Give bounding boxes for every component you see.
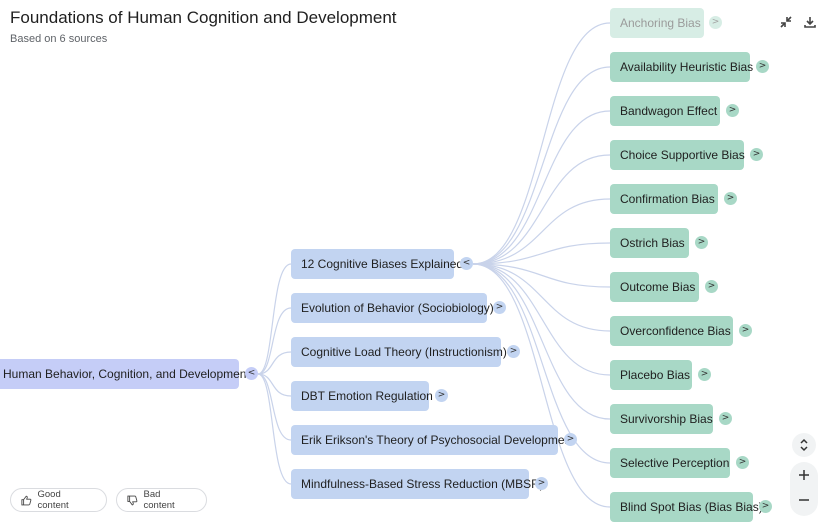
branch-node-cognitive-load[interactable]: Cognitive Load Theory (Instructionism) — [291, 337, 507, 367]
branch-toggle[interactable]: > — [507, 345, 520, 358]
leaf-label: Outcome Bias — [620, 280, 696, 294]
branch-label: Erik Erikson's Theory of Psychosocial De… — [301, 433, 575, 447]
leaf-node-availability[interactable]: Availability Heuristic Bias — [610, 52, 754, 82]
leaf-node-blind-spot[interactable]: Blind Spot Bias (Bias Bias) — [610, 492, 763, 522]
download-icon[interactable] — [798, 10, 822, 34]
collapse-icon[interactable] — [774, 10, 798, 34]
leaf-node-outcome[interactable]: Outcome Bias — [610, 272, 699, 302]
leaf-label: Anchoring Bias — [620, 16, 701, 30]
bad-content-button[interactable]: Bad content — [116, 488, 207, 512]
leaf-label: Overconfidence Bias — [620, 324, 731, 338]
leaf-node-bandwagon[interactable]: Bandwagon Effect — [610, 96, 720, 126]
branch-label: DBT Emotion Regulation — [301, 389, 433, 403]
branch-node-mbsr[interactable]: Mindfulness-Based Stress Reduction (MBSR… — [291, 469, 544, 499]
branch-node-cognitive-biases[interactable]: 12 Cognitive Biases Explained — [291, 249, 463, 279]
leaf-node-selective-perception[interactable]: Selective Perception — [610, 448, 730, 478]
leaf-toggle[interactable]: > — [750, 148, 763, 161]
zoom-out-icon-glyph — [799, 499, 809, 501]
branch-toggle[interactable]: < — [460, 257, 473, 270]
expand-collapse-icon-glyph — [800, 438, 808, 452]
good-content-label: Good content — [37, 489, 69, 511]
leaf-node-choice-supportive[interactable]: Choice Supportive Bias — [610, 140, 745, 170]
leaf-toggle[interactable]: > — [739, 324, 752, 337]
collapse-icon-glyph — [780, 16, 792, 28]
branch-label: Evolution of Behavior (Sociobiology) — [301, 301, 494, 315]
leaf-toggle[interactable]: > — [756, 60, 769, 73]
leaf-toggle[interactable]: > — [705, 280, 718, 293]
leaf-toggle[interactable]: > — [736, 456, 749, 469]
page-title: Foundations of Human Cognition and Devel… — [10, 8, 397, 27]
branch-label: Cognitive Load Theory (Instructionism) — [301, 345, 507, 359]
leaf-toggle[interactable]: > — [695, 236, 708, 249]
leaf-node-survivorship[interactable]: Survivorship Bias — [610, 404, 713, 434]
leaf-toggle[interactable]: > — [726, 104, 739, 117]
leaf-node-overconfidence[interactable]: Overconfidence Bias — [610, 316, 733, 346]
leaf-label: Blind Spot Bias (Bias Bias) — [620, 500, 763, 514]
root-node[interactable]: Human Behavior, Cognition, and Developme… — [0, 359, 250, 389]
root-collapse-toggle[interactable]: < — [245, 367, 258, 380]
leaf-toggle[interactable]: > — [698, 368, 711, 381]
branch-node-dbt[interactable]: DBT Emotion Regulation — [291, 381, 433, 411]
leaf-label: Survivorship Bias — [620, 412, 713, 426]
zoom-in-icon[interactable] — [792, 463, 816, 487]
leaf-node-confirmation[interactable]: Confirmation Bias — [610, 184, 718, 214]
leaf-node-placebo[interactable]: Placebo Bias — [610, 360, 692, 390]
sources-subtitle: Based on 6 sources — [10, 33, 108, 45]
branch-node-sociobiology[interactable]: Evolution of Behavior (Sociobiology) — [291, 293, 494, 323]
zoom-in-icon-glyph — [799, 470, 809, 480]
leaf-toggle[interactable]: > — [709, 16, 722, 29]
leaf-toggle[interactable]: > — [724, 192, 737, 205]
expand-collapse-icon[interactable] — [792, 433, 816, 457]
leaf-label: Bandwagon Effect — [620, 104, 718, 118]
leaf-node-ostrich[interactable]: Ostrich Bias — [610, 228, 689, 258]
branch-toggle[interactable]: > — [435, 389, 448, 402]
branch-node-erikson[interactable]: Erik Erikson's Theory of Psychosocial De… — [291, 425, 575, 455]
leaf-label: Placebo Bias — [620, 368, 691, 382]
leaf-toggle[interactable]: > — [719, 412, 732, 425]
leaf-node-anchoring[interactable]: Anchoring Bias — [610, 8, 704, 38]
zoom-out-icon[interactable] — [792, 488, 816, 512]
leaf-label: Choice Supportive Bias — [620, 148, 745, 162]
leaf-label: Selective Perception — [620, 456, 730, 470]
good-content-button[interactable]: Good content — [10, 488, 107, 512]
thumbs-up-icon — [21, 495, 32, 505]
branch-toggle[interactable]: > — [564, 433, 577, 446]
bad-content-label: Bad content — [143, 489, 175, 511]
branch-toggle[interactable]: > — [493, 301, 506, 314]
thumbs-down-icon — [127, 495, 138, 505]
root-node-label: Human Behavior, Cognition, and Developme… — [3, 367, 250, 381]
leaf-toggle[interactable]: > — [759, 500, 772, 513]
branch-label: Mindfulness-Based Stress Reduction (MBSR… — [301, 477, 544, 491]
leaf-label: Ostrich Bias — [620, 236, 685, 250]
leaf-label: Availability Heuristic Bias — [620, 60, 754, 74]
download-icon-glyph — [804, 17, 816, 28]
branch-label: 12 Cognitive Biases Explained — [301, 257, 464, 271]
branch-toggle[interactable]: > — [535, 477, 548, 490]
leaf-label: Confirmation Bias — [620, 192, 715, 206]
